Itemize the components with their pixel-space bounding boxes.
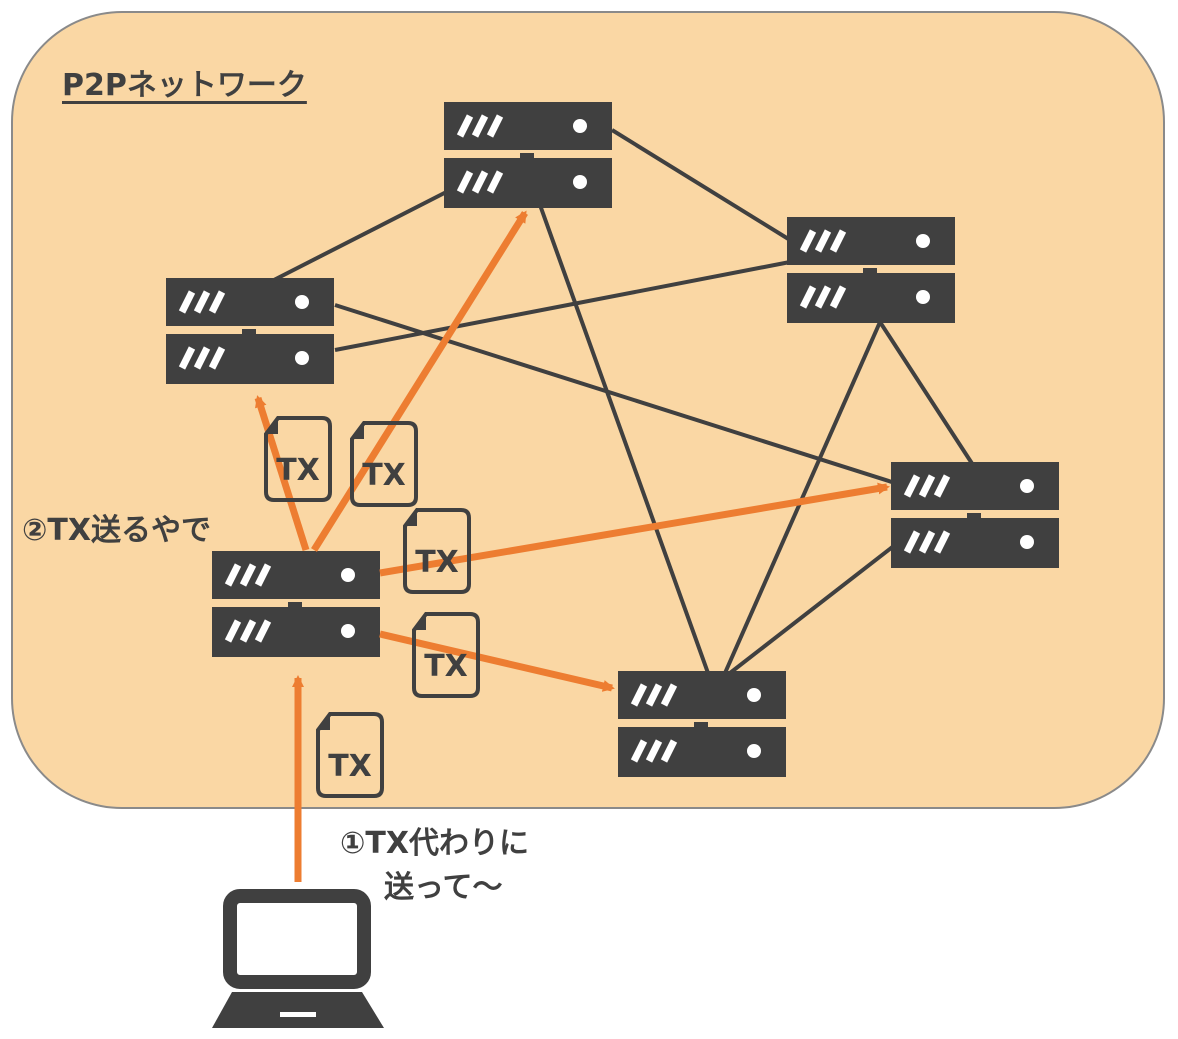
tx-document-icon — [264, 416, 332, 502]
tx-document-icon — [403, 508, 471, 594]
tx-arrows — [254, 210, 890, 882]
step1-line2: 送って〜 — [384, 870, 503, 905]
link-top-to-right — [610, 128, 792, 242]
tx-document-icon — [412, 612, 480, 698]
arrow-relay-to-left — [254, 395, 310, 552]
server-right — [787, 217, 955, 323]
arrow-relay-to-top — [311, 210, 528, 552]
step2-label: ②TX送るやで — [22, 513, 211, 548]
link-farright-to-bottom — [728, 543, 897, 675]
tx-document-5: TX — [316, 712, 384, 798]
link-left-to-farright — [334, 303, 896, 485]
tx-document-3: TX — [403, 508, 471, 594]
arrow-relay-to-bottom — [379, 630, 615, 692]
step1-line1: ①TX代わりに — [340, 826, 529, 861]
server-relay — [212, 551, 380, 657]
tx-document-label: TX — [424, 649, 468, 684]
server-icon — [787, 217, 955, 323]
link-right-to-farright — [878, 320, 975, 467]
network-title: P2Pネットワーク — [62, 68, 307, 103]
link-right-to-bottom — [723, 321, 882, 674]
tx-document-icon — [350, 421, 418, 507]
server-left — [166, 278, 334, 384]
tx-document-label: TX — [362, 458, 406, 493]
server-icon — [212, 551, 380, 657]
server-icon — [166, 278, 334, 384]
step1-label: ①TX代わりに 送って〜 — [340, 822, 529, 910]
tx-document-4: TX — [412, 612, 480, 698]
server-icon — [618, 671, 786, 777]
arrow-relay-to-far-right — [379, 482, 890, 577]
server-top — [444, 102, 612, 208]
tx-document-label: TX — [276, 453, 320, 488]
server-icon — [444, 102, 612, 208]
server-icon — [891, 462, 1059, 568]
tx-document-label: TX — [328, 749, 372, 784]
link-top-to-left — [269, 183, 461, 284]
tx-document-1: TX — [264, 416, 332, 502]
link-left-to-right — [334, 260, 791, 352]
server-bottom — [618, 671, 786, 777]
peer-links — [269, 128, 975, 675]
link-top-to-bottom — [538, 204, 710, 674]
tx-document-2: TX — [350, 421, 418, 507]
server-far-right — [891, 462, 1059, 568]
laptop-icon — [212, 889, 384, 1028]
tx-document-icon — [316, 712, 384, 798]
tx-document-label: TX — [415, 545, 459, 580]
